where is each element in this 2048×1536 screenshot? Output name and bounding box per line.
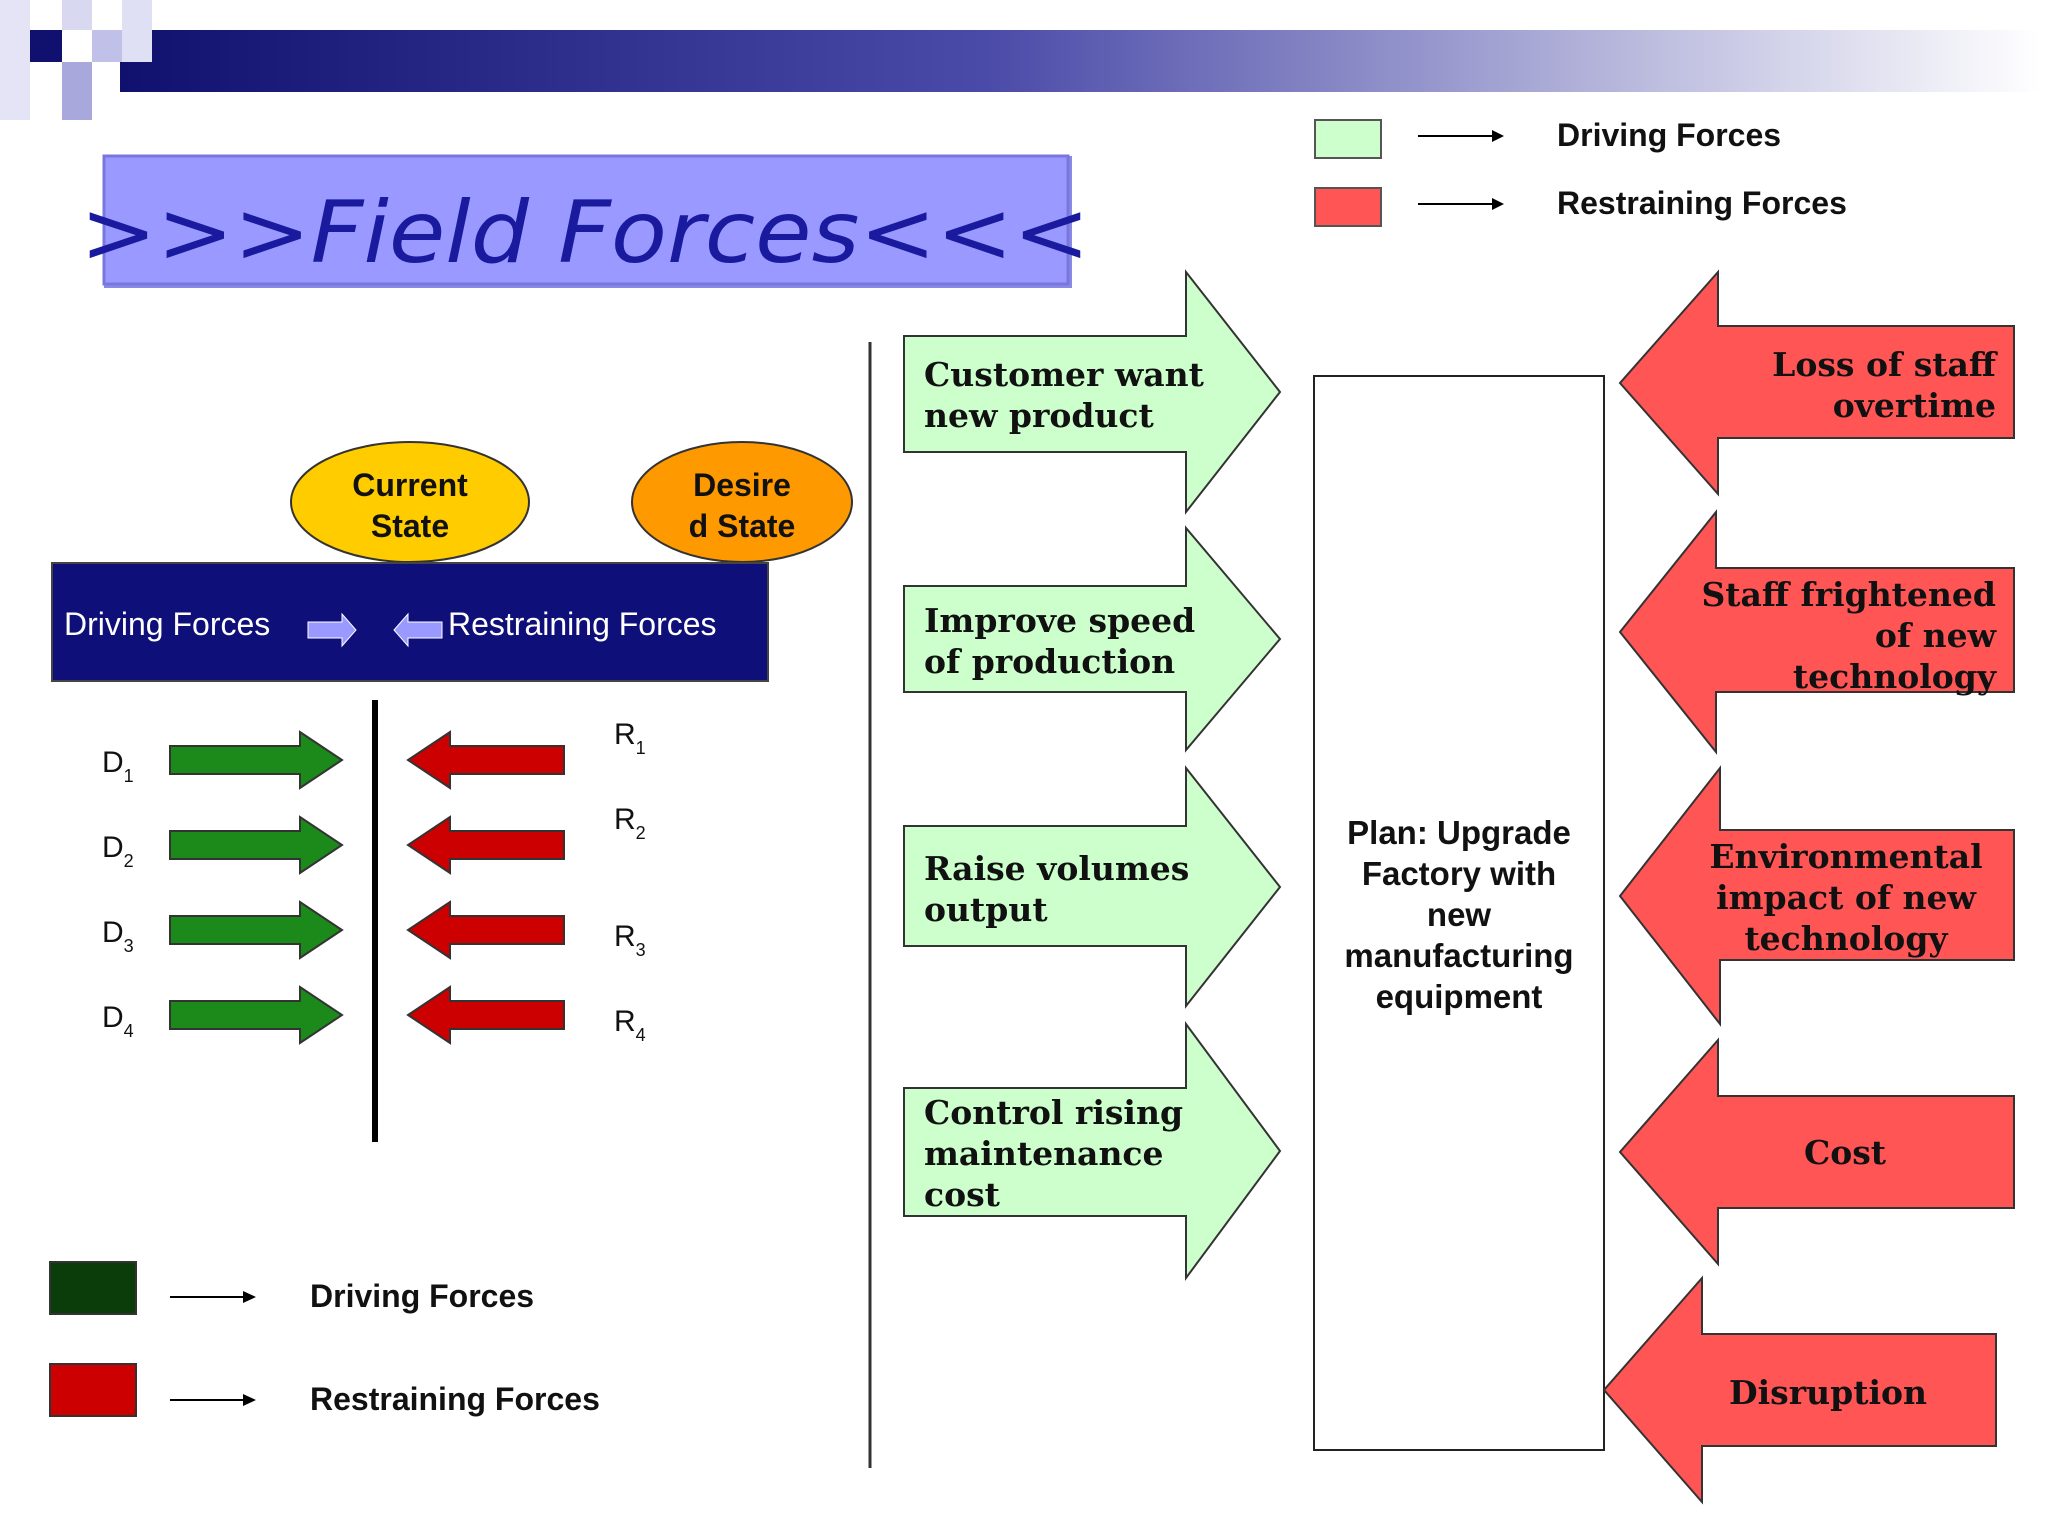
- restraining-force-text: of new: [1875, 616, 1998, 655]
- page-title: >>>Field Forces<<<: [80, 183, 1090, 283]
- restraining-force-text: technology: [1744, 919, 1948, 958]
- banner-left-arrow-icon: [393, 612, 443, 648]
- top-legend-restraining-label: Restraining Forces: [1557, 185, 1847, 221]
- legend-driving-swatch: [49, 1261, 137, 1315]
- driving-force-arrow: [169, 900, 344, 960]
- plan-text-line: manufacturing: [1344, 937, 1573, 974]
- restraining-force-text: overtime: [1833, 386, 1996, 425]
- banner-right-arrow-icon: [307, 612, 357, 648]
- driving-force-text: new product: [924, 396, 1155, 435]
- legend-driving-label: Driving Forces: [310, 1278, 534, 1314]
- driving-force-arrow: [169, 815, 344, 875]
- driving-force-text: Improve speed: [924, 601, 1195, 640]
- driving-force-arrow-shape: [903, 525, 1282, 753]
- restraining-force-item: Disruption: [1602, 1275, 1997, 1505]
- driving-force-text: cost: [924, 1175, 1001, 1214]
- restraining-force-arrow-shape: [1618, 509, 2015, 755]
- restraining-force-item: Cost: [1618, 1037, 2015, 1267]
- restraining-force-text: impact of new: [1716, 878, 1977, 917]
- driving-force-label: D2: [102, 831, 134, 871]
- driving-force-arrow: [169, 985, 344, 1045]
- restraining-force-text: technology: [1793, 657, 1997, 696]
- restraining-force-arrow-shape: [1618, 1037, 2015, 1267]
- restraining-force-text: Loss of staff: [1772, 345, 1998, 384]
- restraining-force-label: R4: [614, 1005, 646, 1045]
- top-legend: Driving Forces Restraining Forces: [1314, 117, 1847, 227]
- restraining-force-arrow: [406, 730, 565, 790]
- restraining-force-arrow: [406, 815, 565, 875]
- restraining-force-text: Environmental: [1709, 837, 1982, 876]
- restraining-force-label: R3: [614, 920, 646, 960]
- current-state-line1: Current: [352, 467, 468, 503]
- restraining-force-text: Cost: [1804, 1133, 1887, 1172]
- plan-text-line: Factory with: [1362, 855, 1556, 892]
- legend-restraining-label: Restraining Forces: [310, 1381, 600, 1417]
- desired-state-line2: d State: [689, 508, 796, 544]
- left-schematic: Current State Desire d State Driving For…: [49, 441, 853, 1417]
- driving-legend-swatch: [1314, 119, 1382, 159]
- restraining-force-arrow-shape: [1602, 1275, 1997, 1505]
- driving-force-label: D4: [102, 1001, 134, 1041]
- top-legend-driving-label: Driving Forces: [1557, 117, 1781, 153]
- driving-force-label: D3: [102, 916, 134, 956]
- plan-text-line: new: [1427, 896, 1492, 933]
- restraining-force-label: R2: [614, 803, 646, 843]
- restraining-force-arrow: [406, 900, 565, 960]
- restraining-force-text: Staff frightened: [1701, 575, 1996, 614]
- banner-driving-label: Driving Forces: [64, 606, 270, 642]
- restraining-force-arrow-shape: [1618, 765, 2015, 1027]
- desired-state-line1: Desire: [693, 467, 791, 503]
- driving-force-text: Customer want: [924, 355, 1205, 394]
- restraining-force-text: Disruption: [1729, 1373, 1927, 1412]
- plan-text-line: Plan: Upgrade: [1347, 814, 1571, 851]
- driving-force-arrow-shape: [903, 1020, 1282, 1282]
- driving-force-arrow-shape: [903, 269, 1282, 515]
- current-state-line2: State: [371, 508, 449, 544]
- driving-force-text: Raise volumes: [924, 849, 1189, 888]
- banner-restraining-label: Restraining Forces: [448, 606, 717, 642]
- restraining-force-label: R1: [614, 718, 646, 758]
- driving-force-text: of production: [924, 642, 1175, 681]
- plan-text-line: equipment: [1376, 978, 1543, 1015]
- driving-force-text: maintenance: [924, 1134, 1164, 1173]
- restraining-force-arrow-shape: [1618, 269, 2015, 497]
- driving-force-label: D1: [102, 746, 134, 786]
- legend-restraining-swatch: [49, 1363, 137, 1417]
- driving-force-text: output: [924, 890, 1048, 929]
- driving-force-arrow: [169, 730, 344, 790]
- title-banner: >>>Field Forces<<<: [80, 154, 1090, 288]
- restraining-legend-swatch: [1314, 187, 1382, 227]
- driving-force-arrow-shape: [903, 765, 1282, 1009]
- driving-force-text: Control rising: [924, 1093, 1183, 1132]
- restraining-force-arrow: [406, 985, 565, 1045]
- header-bar: [0, 0, 2040, 120]
